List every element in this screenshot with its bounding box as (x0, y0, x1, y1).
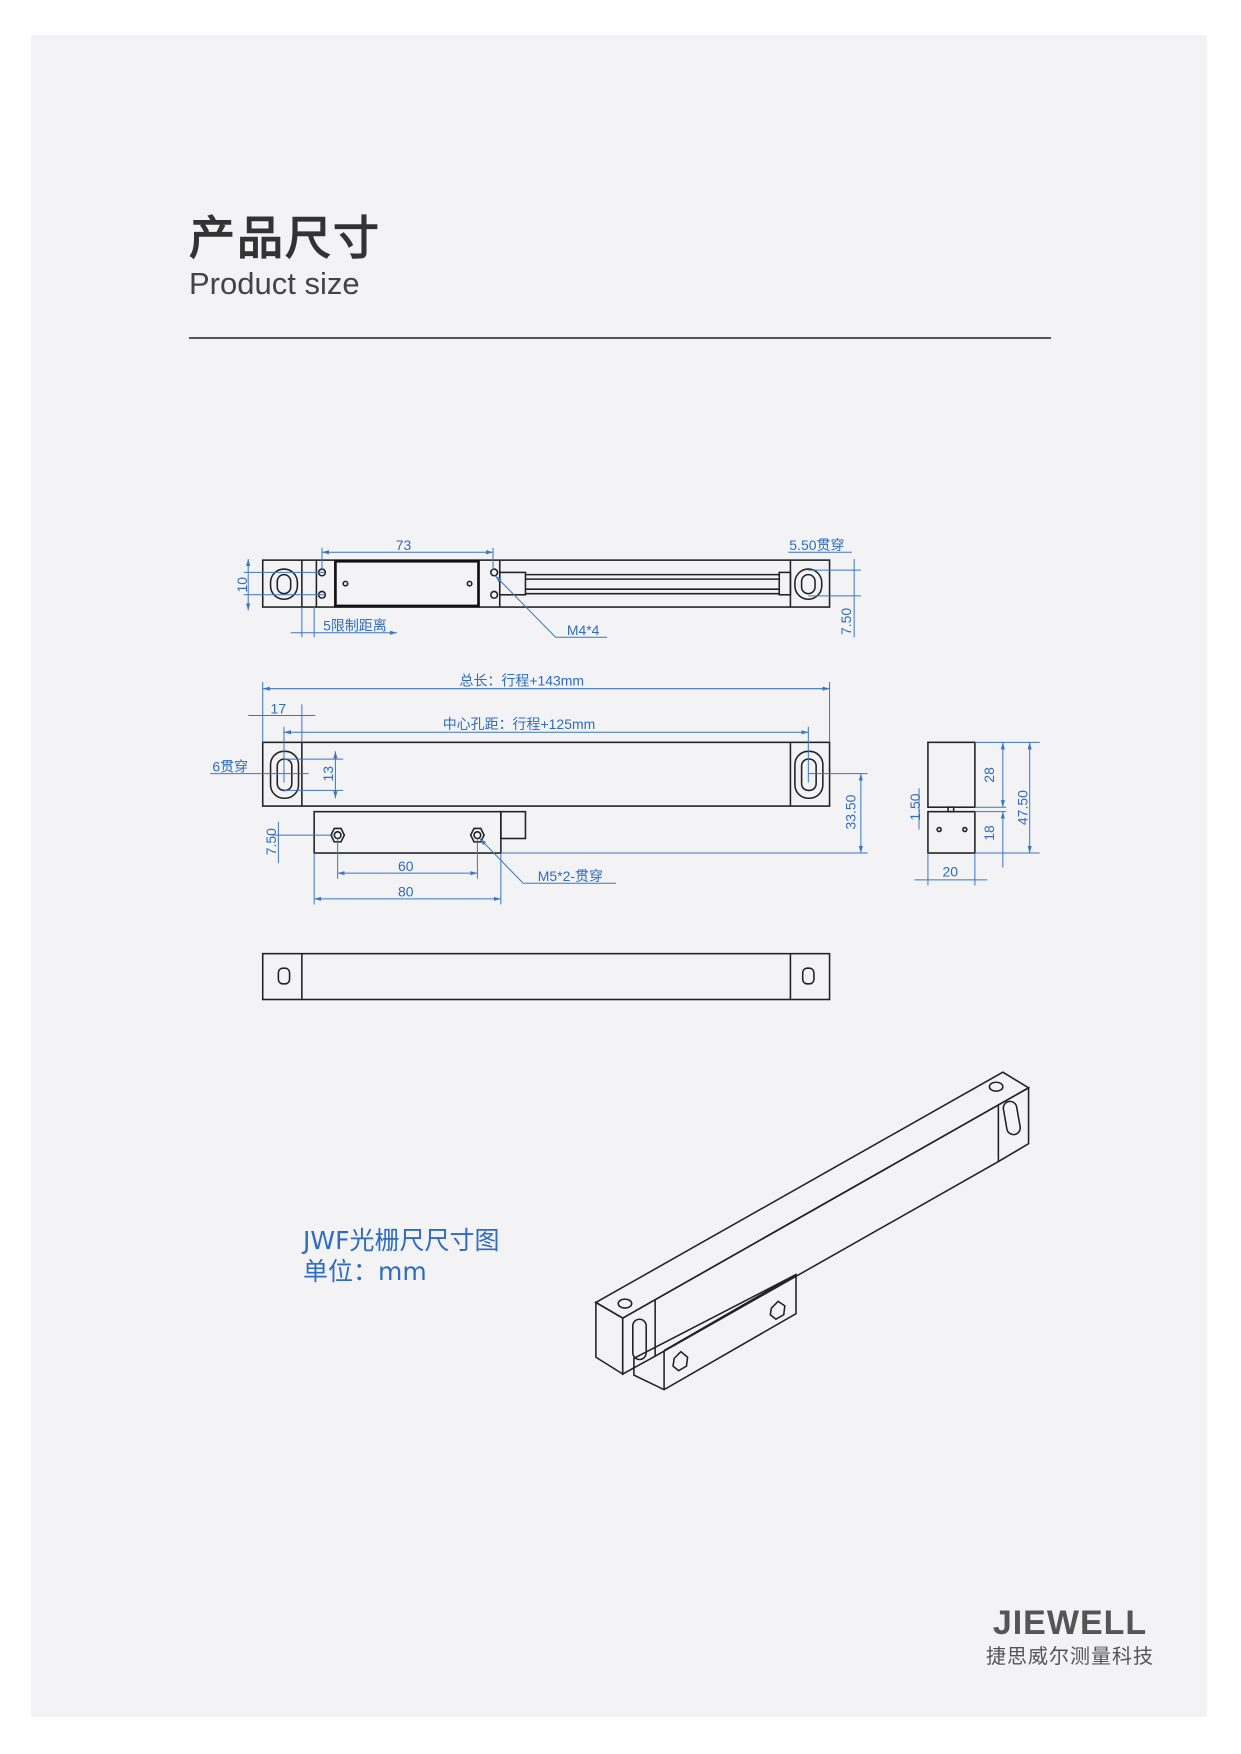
page-subtitle: Product size (189, 266, 360, 301)
isometric-view (594, 1071, 1031, 1391)
dim-80: 80 (398, 884, 414, 900)
dim-hole-6: 6贯穿 (212, 758, 248, 774)
dim-4750: 47.50 (1014, 790, 1030, 825)
dim-750-top: 7.50 (838, 608, 854, 635)
dim-3350: 33.50 (842, 794, 858, 829)
thread-m5: M5*2-贯穿 (538, 868, 603, 884)
top-view: 73 5.50贯穿 10 5限制距离 M4*4 7.50 (234, 537, 861, 638)
dim-60: 60 (398, 858, 414, 874)
dim-28: 28 (981, 767, 997, 783)
side-view: 28 47.50 18 1.50 20 (907, 741, 1040, 886)
dim-73: 73 (396, 537, 412, 553)
dim-total-length: 总长：行程+143mm (459, 672, 584, 688)
caption-title: JWF光栅尺尺寸图 (303, 1226, 500, 1255)
dim-20: 20 (942, 864, 958, 880)
dim-17: 17 (271, 700, 287, 716)
dim-limit: 5限制距离 (323, 618, 387, 634)
dim-center-distance: 中心孔距：行程+125mm (443, 716, 596, 732)
dim-150: 1.50 (907, 793, 923, 820)
page-title: 产品尺寸 (189, 211, 381, 265)
dim-13: 13 (320, 766, 336, 782)
thread-m4: M4*4 (567, 622, 600, 638)
caption-unit: 单位：mm (303, 1257, 427, 1286)
dim-10: 10 (234, 577, 250, 593)
brand-logo: JIEWELL 捷思威尔测量科技 (986, 1603, 1154, 1669)
drawing-caption: JWF光栅尺尺寸图 单位：mm (303, 1225, 499, 1287)
divider (189, 337, 1051, 339)
dim-750-front: 7.50 (263, 828, 279, 855)
page-panel (31, 35, 1207, 1717)
brand-name: JIEWELL (992, 1604, 1148, 1642)
brand-company: 捷思威尔测量科技 (986, 1644, 1154, 1668)
dim-18: 18 (981, 825, 997, 841)
bottom-view (261, 952, 831, 1001)
dim-hole-550: 5.50贯穿 (789, 537, 844, 553)
front-view: 总长：行程+143mm 17 中心孔距：行程+125mm 6贯穿 13 33.5… (210, 672, 868, 905)
